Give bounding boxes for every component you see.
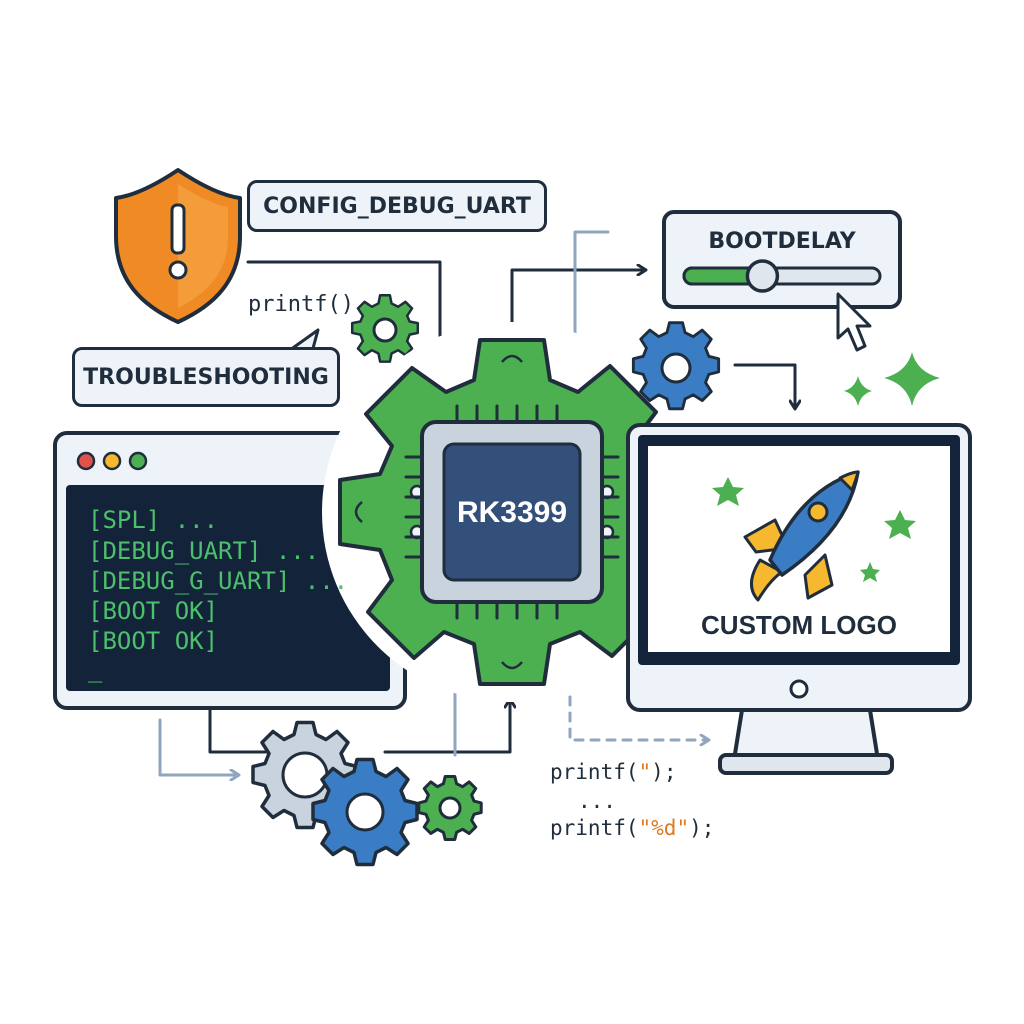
monitor-stars xyxy=(712,477,916,582)
window-maximize-dot xyxy=(128,451,148,471)
chip-to-bootdelay-arrow xyxy=(510,270,645,332)
window-minimize-dot xyxy=(102,451,122,471)
code-line-3: printf("%d"); xyxy=(550,816,715,840)
chip-label: RK3399 xyxy=(456,496,568,529)
bootdelay-label: BOOTDELAY xyxy=(708,228,856,254)
terminal-line: [BOOT OK] xyxy=(88,597,219,625)
blue-gear-icon xyxy=(631,321,721,411)
star-icon xyxy=(860,562,880,582)
terminal-cursor: _ xyxy=(88,655,103,683)
gear-to-monitor-arrow xyxy=(733,363,795,408)
central-gear xyxy=(322,322,702,702)
terminal-line: [SPL] ... xyxy=(88,506,219,534)
code-line-1: printf("); xyxy=(550,760,677,784)
terminal-window xyxy=(53,431,407,710)
monitor-display xyxy=(626,423,972,775)
terminal-line: [DEBUG_G_UART] ... xyxy=(88,567,349,595)
config-to-chip-line xyxy=(246,260,442,354)
terminal-to-gears-line xyxy=(208,706,272,754)
small-green-gear-icon xyxy=(350,294,420,363)
custom-logo-label: CUSTOM LOGO xyxy=(701,610,897,640)
troubleshooting-bubble-tail xyxy=(289,328,320,353)
code-line-2: ... xyxy=(578,789,616,813)
sparkle-small-icon xyxy=(844,376,872,406)
blue-gear-large-icon xyxy=(311,757,419,867)
connector-lines xyxy=(158,230,795,775)
sparkle-large-icon xyxy=(884,352,940,406)
gear-cluster xyxy=(251,720,483,867)
feedback-line-light xyxy=(573,230,610,382)
terminal-line: [DEBUG_UART] ... xyxy=(88,537,320,565)
terminal-to-gears-arrow-light xyxy=(158,718,238,775)
star-icon xyxy=(884,510,916,539)
star-icon xyxy=(712,477,744,506)
gears-to-chip-arrow xyxy=(383,700,510,754)
window-close-dot xyxy=(76,451,96,471)
bootdelay-slider[interactable] xyxy=(682,259,882,293)
rocket-icon xyxy=(743,470,860,602)
mouse-cursor-icon xyxy=(836,292,872,352)
chip-pins xyxy=(404,404,620,620)
slider-knob xyxy=(745,259,780,293)
green-gear-icon xyxy=(417,774,483,842)
printf-call-label: printf() xyxy=(248,292,354,317)
sparkle-icons xyxy=(844,352,940,406)
troubleshooting-label: TROUBLESHOOTING xyxy=(72,347,340,407)
warning-shield-icon xyxy=(114,168,242,324)
config-debug-uart-label: CONFIG_DEBUG_UART xyxy=(247,180,547,232)
terminal-line: [BOOT OK] xyxy=(88,627,219,655)
